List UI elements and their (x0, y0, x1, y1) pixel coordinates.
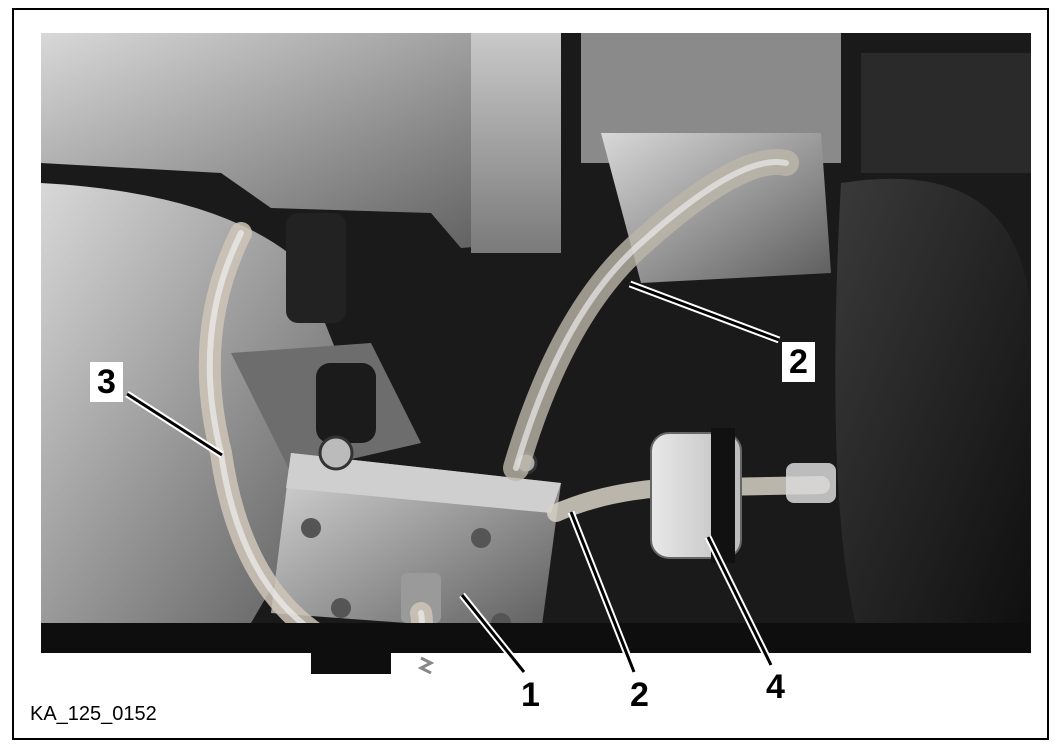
callout-3-fuel-line: 3 (90, 362, 123, 402)
figure-caption: KA_125_0152 (30, 703, 157, 725)
engine-photo (41, 33, 1031, 674)
figure-frame: 3 2 1 2 4 (12, 8, 1049, 740)
callout-2-upper-fuel-hose: 2 (782, 342, 815, 382)
engine-photo-drawing (41, 33, 1031, 674)
callout-4-fuel-filter: 4 (766, 668, 785, 706)
callout-1-fuel-pump: 1 (521, 676, 540, 714)
callout-2-lower-fuel-hose: 2 (630, 676, 649, 714)
